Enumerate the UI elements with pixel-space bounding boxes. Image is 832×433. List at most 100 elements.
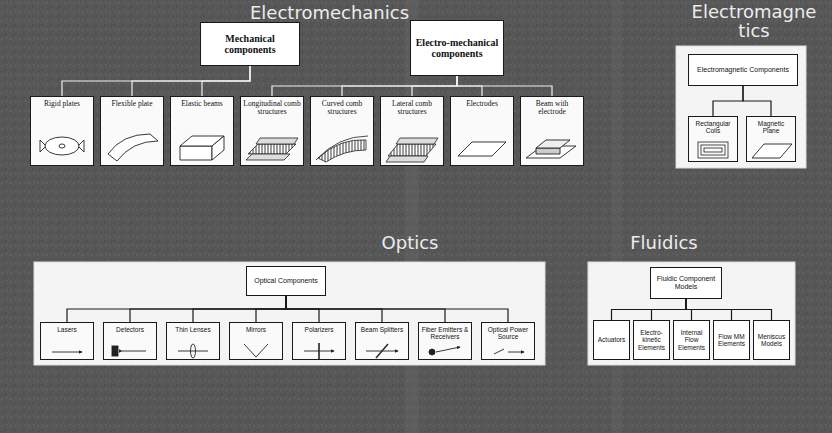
rectangular-coil-icon <box>698 142 728 158</box>
box-label: Beam Splitters <box>358 326 406 333</box>
component-card: Fiber Emitters & Receivers <box>418 322 472 360</box>
box-label: Thin Lenses <box>169 326 217 333</box>
box-label: Rectangular Coils <box>691 120 735 134</box>
section-heading: Electromagnetics <box>690 3 818 41</box>
box-label: Mechanical components <box>204 33 296 55</box>
component-card: Internal Flow Elements <box>673 320 710 360</box>
component-card: Meniscus Models <box>753 320 790 360</box>
component-card: Electro-kinetic Elements <box>633 320 670 360</box>
tree-connector <box>67 296 286 322</box>
tree-connector <box>272 76 457 96</box>
box-label: Internal Flow Elements <box>677 329 706 350</box>
detector-icon <box>112 346 118 356</box>
component-card: Detectors <box>103 322 157 360</box>
flexible-plate-icon <box>108 134 158 161</box>
fluidics-panel <box>588 262 795 365</box>
component-card: Curved comb structures <box>310 96 374 166</box>
rigid-plate-icon <box>40 137 84 155</box>
card-grounds <box>30 96 796 360</box>
box-label: Actuators <box>598 336 625 343</box>
tree-connector <box>652 299 687 320</box>
component-card: Optical Power Source <box>481 322 535 360</box>
optics-panel <box>34 262 545 365</box>
box-label: Flow MM Elements <box>717 333 746 347</box>
box-label: Optical Components <box>254 277 317 285</box>
box-label: Optical Power Source <box>484 326 532 340</box>
component-card: Thin Lenses <box>166 322 220 360</box>
box-label: Fiber Emitters & Receivers <box>421 326 469 340</box>
component-card: Longitudinal comb structures <box>240 96 304 166</box>
component-card: Flow MM Elements <box>713 320 750 360</box>
longitudinal-comb-icon <box>246 138 298 160</box>
tree-connector <box>713 86 743 116</box>
box-label: Lasers <box>43 326 91 333</box>
fiber-icon <box>429 349 435 355</box>
category-box: Optical Components <box>246 266 326 296</box>
box-label: Mirrors <box>232 326 280 333</box>
box-label: Lateral comb structures <box>383 100 441 117</box>
box-label: Longitudinal comb structures <box>243 100 301 117</box>
component-card: Beam with electrode <box>520 96 584 166</box>
beam-splitter-ray <box>366 351 398 352</box>
category-box: Mechanical components <box>200 22 300 66</box>
lens-axis <box>178 351 208 352</box>
section-heading: Fluidics <box>608 234 720 253</box>
elastic-beam-icon <box>180 136 224 160</box>
category-box: Fluidic Component Models <box>650 267 722 299</box>
tree-connector <box>342 76 457 96</box>
box-label: Polarizers <box>295 326 343 333</box>
box-label: Rigid plates <box>33 100 91 108</box>
tree-connector <box>202 66 250 96</box>
laser-icon <box>52 352 82 353</box>
box-label: Fluidic Component Models <box>654 275 718 290</box>
power-source-icon <box>494 349 504 354</box>
tree-connector <box>62 66 250 96</box>
detector-ray <box>122 351 146 352</box>
component-card: Mirrors <box>229 322 283 360</box>
component-card: Magnetic Plane <box>746 116 796 162</box>
box-label: Beam with electrode <box>523 100 581 117</box>
box-label: Curved comb structures <box>313 100 371 117</box>
category-box: Electro-mechanical components <box>410 20 504 76</box>
tree-connector <box>686 299 772 320</box>
mirror-icon <box>244 344 268 357</box>
category-box: Electromagnetic Components <box>688 54 798 86</box>
box-label: Electrodes <box>453 100 511 108</box>
component-card: Rigid plates <box>30 96 94 166</box>
box-label: Magnetic Plane <box>749 120 793 134</box>
box-label: Detectors <box>106 326 154 333</box>
component-card: Polarizers <box>292 322 346 360</box>
tree-connector <box>743 86 771 116</box>
box-label: Flexible plate <box>103 100 161 108</box>
magnetic-plane-icon <box>752 144 792 158</box>
component-card: Actuators <box>593 320 630 360</box>
tree-connector <box>286 296 508 322</box>
tree-connector <box>132 66 250 96</box>
component-card: Flexible plate <box>100 96 164 166</box>
component-card: Rectangular Coils <box>688 116 738 162</box>
tree-connector <box>193 296 286 322</box>
beam-electrode-icon <box>526 140 576 158</box>
optics-icons <box>52 343 524 359</box>
tree-connector <box>612 299 687 320</box>
component-card: Beam Splitters <box>355 322 409 360</box>
polarizer-ray <box>304 351 334 352</box>
box-label: Meniscus Models <box>757 333 786 347</box>
tree-connector <box>457 76 552 96</box>
box-label: Electromagnetic Components <box>697 66 789 74</box>
component-card: Elastic beams <box>170 96 234 166</box>
section-heading: Electromechanics <box>250 4 390 23</box>
component-card: Lateral comb structures <box>380 96 444 166</box>
box-label: Electro-mechanical components <box>414 37 500 59</box>
component-card: Lasers <box>40 322 94 360</box>
power-source-ray <box>508 352 524 353</box>
electromagnetics-panel <box>676 46 806 168</box>
tree-connector <box>130 296 286 322</box>
component-card: Electrodes <box>450 96 514 166</box>
electrode-icon <box>458 142 506 156</box>
fiber-ray <box>436 347 460 352</box>
tree-connector <box>256 296 286 322</box>
box-label: Electro-kinetic Elements <box>637 329 666 350</box>
